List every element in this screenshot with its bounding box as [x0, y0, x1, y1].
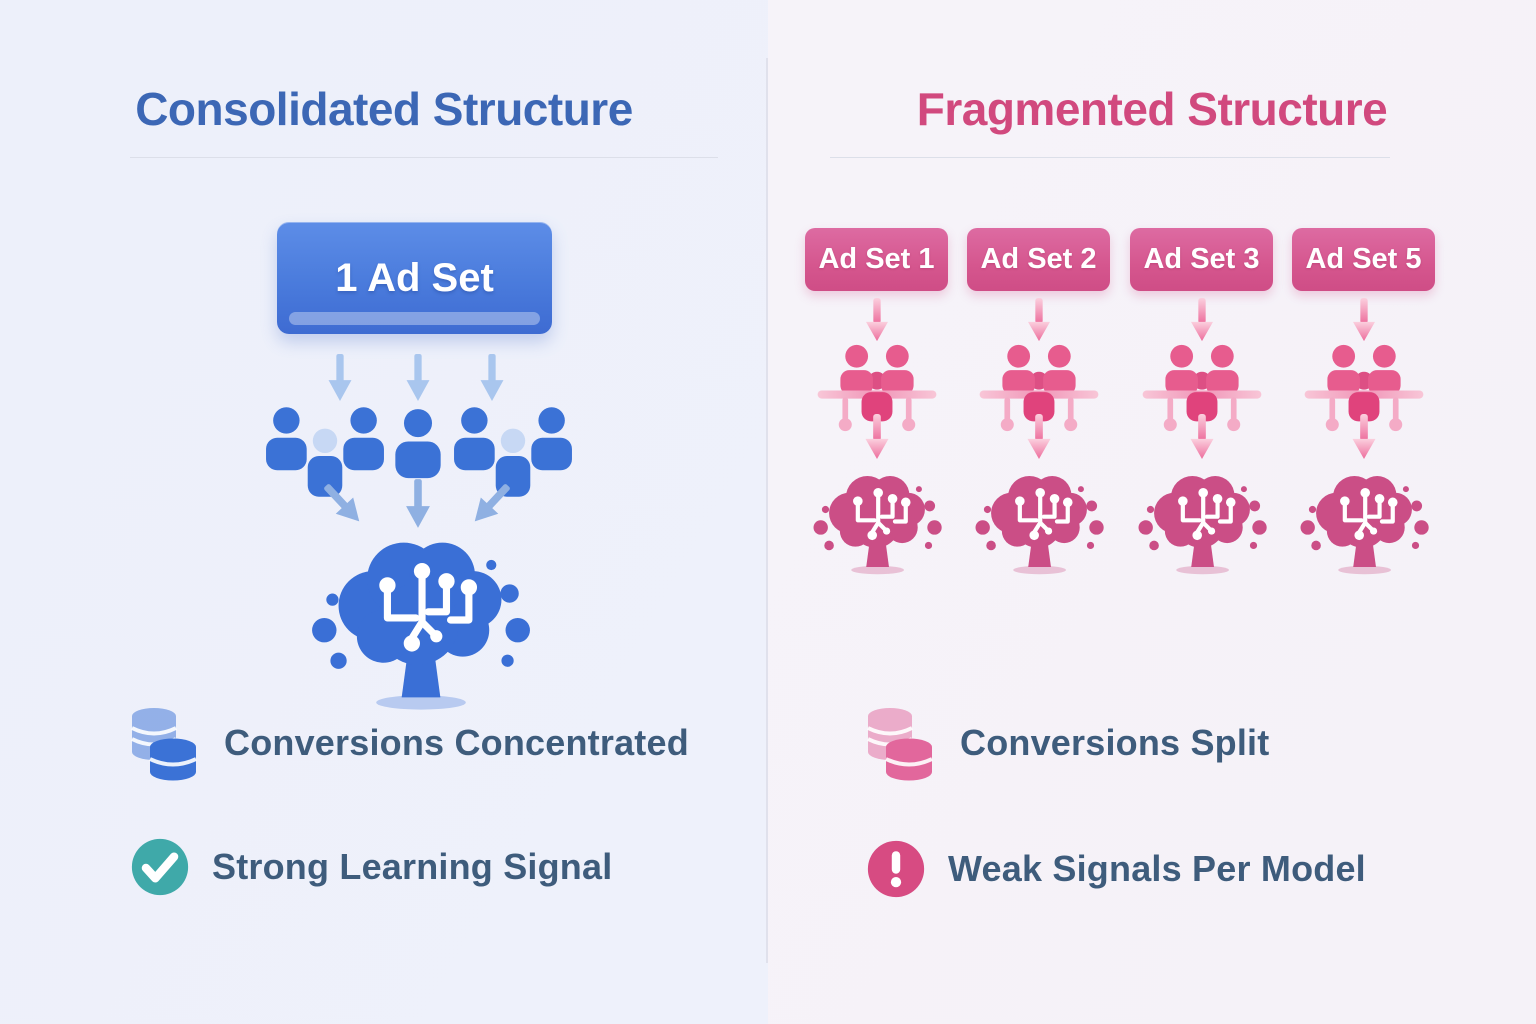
drawback-row-signal: Weak Signals Per Model	[866, 828, 1366, 910]
down-arrow-icon	[405, 354, 431, 402]
down-arrow-icon	[1189, 298, 1215, 342]
learning-brain-icon	[811, 464, 943, 579]
alert-circle-icon	[866, 839, 926, 899]
ad-set-button: Ad Set 2	[967, 228, 1110, 291]
ad-set-column: Ad Set 5	[1283, 228, 1445, 648]
fragmented-panel: Fragmented Structure Ad Set 1 Ad Set 2 A…	[768, 0, 1536, 1024]
benefit-row-signal: Strong Learning Signal	[130, 826, 612, 908]
benefit-label: Strong Learning Signal	[212, 846, 613, 887]
ad-set-button: Ad Set 1	[805, 228, 948, 291]
consolidated-panel: Consolidated Structure 1 Ad Set Conversi…	[0, 0, 768, 1024]
down-arrow-icon	[1351, 414, 1377, 460]
ad-set-column: Ad Set 2	[958, 228, 1120, 648]
learning-brain-icon	[1136, 464, 1268, 579]
benefit-label: Conversions Concentrated	[224, 722, 689, 763]
database-icon	[126, 703, 202, 783]
down-arrow-icon	[864, 298, 890, 342]
panel-divider	[766, 58, 768, 963]
down-arrow-icon	[1351, 298, 1377, 342]
learning-brain-icon	[973, 464, 1105, 579]
single-ad-set-label: 1 Ad Set	[335, 255, 494, 300]
single-ad-set-button: 1 Ad Set	[277, 222, 552, 334]
drawback-label: Weak Signals Per Model	[948, 848, 1366, 889]
down-arrow-icon	[327, 354, 353, 402]
learning-brain-icon	[308, 522, 532, 718]
down-arrow-icon	[864, 414, 890, 460]
database-icon	[862, 703, 938, 783]
down-arrow-icon	[1026, 298, 1052, 342]
title-divider-left	[130, 157, 718, 158]
down-arrow-icon	[1026, 414, 1052, 460]
drawback-row-conversions: Conversions Split	[862, 702, 1269, 784]
down-arrow-icon	[1189, 414, 1215, 460]
ad-set-button: Ad Set 3	[1130, 228, 1273, 291]
down-arrow-icon	[479, 354, 505, 402]
benefit-row-conversions: Conversions Concentrated	[126, 702, 689, 784]
learning-brain-icon	[1298, 464, 1430, 579]
title-divider-right	[830, 157, 1390, 158]
ad-set-button: Ad Set 5	[1292, 228, 1435, 291]
ad-set-column: Ad Set 3	[1121, 228, 1283, 648]
ad-set-column: Ad Set 1	[796, 228, 958, 648]
fragmented-title: Fragmented Structure	[916, 83, 1388, 135]
drawback-label: Conversions Split	[960, 722, 1270, 763]
consolidated-title: Consolidated Structure	[135, 83, 633, 135]
check-circle-icon	[130, 837, 190, 897]
button-highlight	[289, 312, 540, 325]
